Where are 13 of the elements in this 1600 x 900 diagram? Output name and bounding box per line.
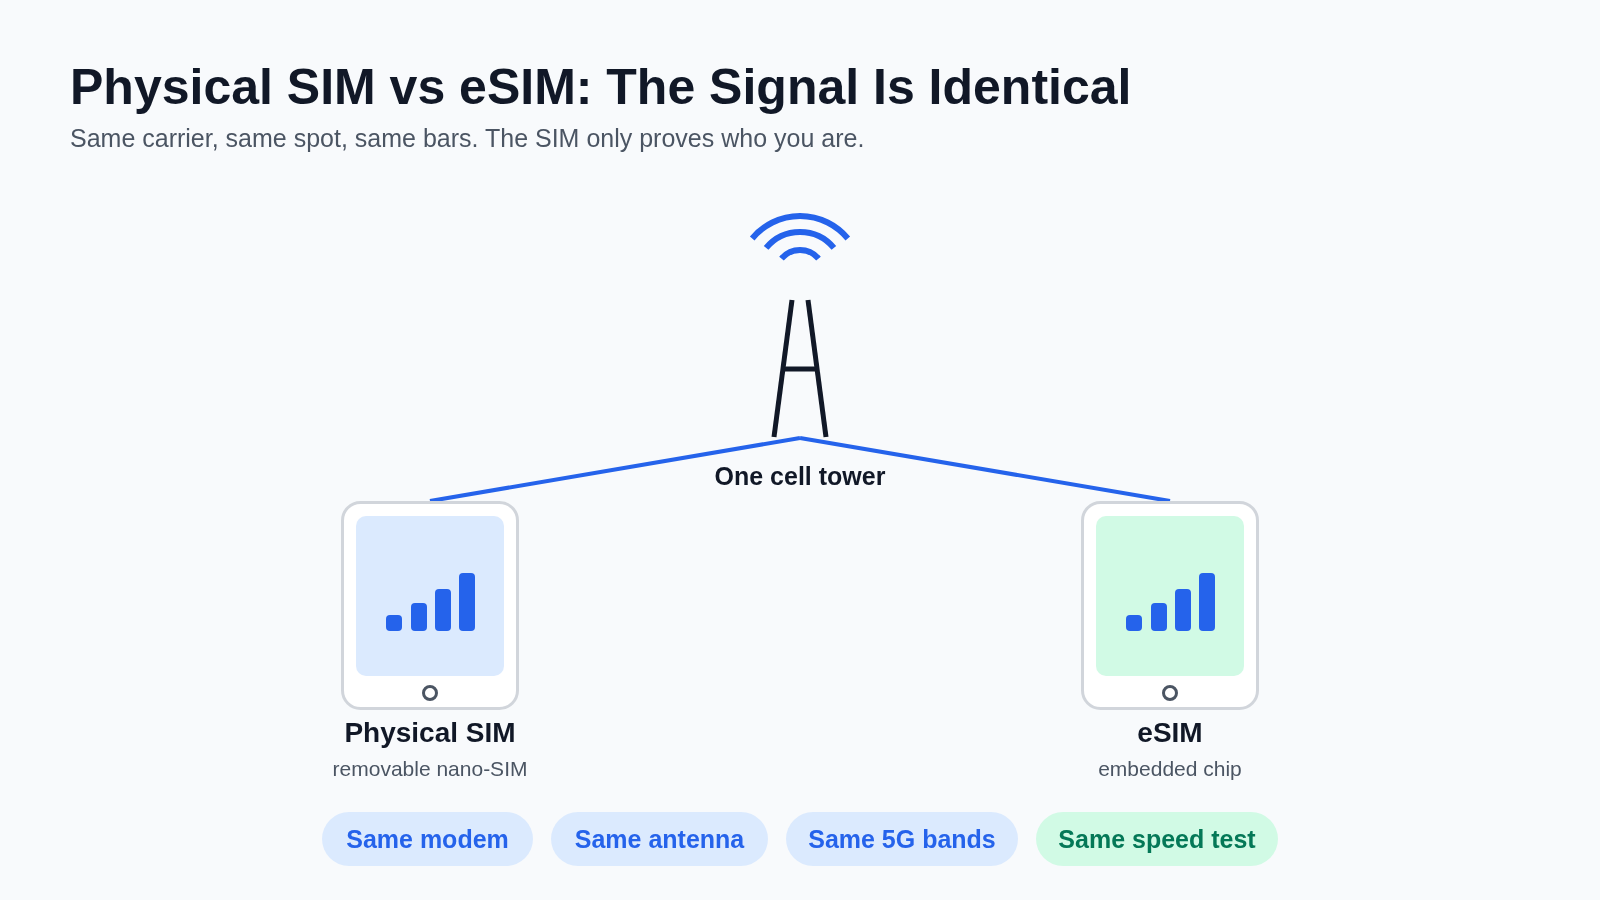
subtitle: Same carrier, same spot, same bars. The SIM only proves who you are. xyxy=(70,124,865,153)
feature-pill: Same antenna xyxy=(551,812,768,866)
signal-line xyxy=(799,436,1171,503)
device-subtitle: embedded chip xyxy=(1097,757,1243,781)
node-label: One cell tower xyxy=(713,462,887,491)
feature-pill: Same speed test xyxy=(1036,812,1278,866)
feature-pill: Same modem xyxy=(322,812,533,866)
signal-line xyxy=(429,436,801,503)
device-title: Physical SIM xyxy=(343,717,517,749)
device-subtitle: removable nano-SIM xyxy=(331,757,529,781)
title: Physical SIM vs eSIM: The Signal Is Identical xyxy=(70,58,1132,116)
device-title: eSIM xyxy=(1136,717,1204,749)
feature-pill: Same 5G bands xyxy=(786,812,1018,866)
